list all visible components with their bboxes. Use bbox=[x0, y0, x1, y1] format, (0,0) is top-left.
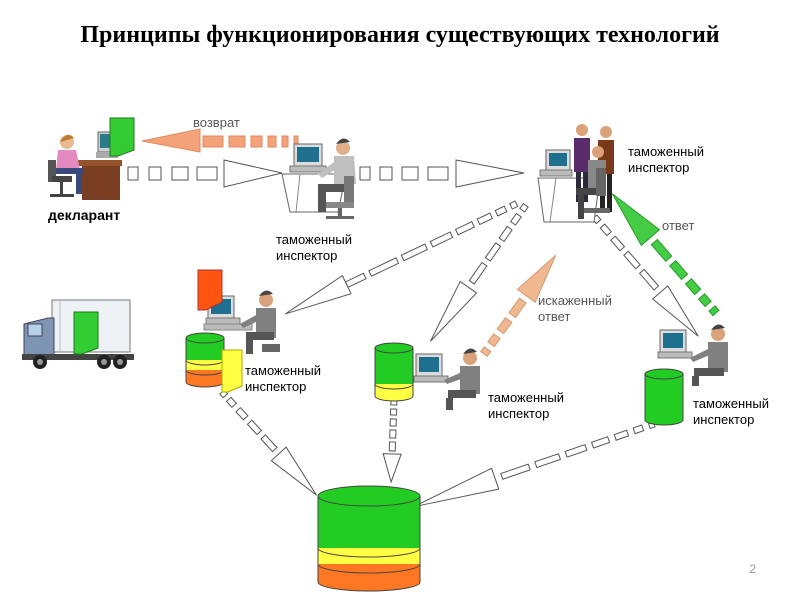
label-inspector-left: таможенный инспектор bbox=[245, 363, 321, 395]
inspector-central-group bbox=[537, 124, 614, 223]
label-distorted-answer: искаженный ответ bbox=[538, 293, 612, 325]
label-inspector-right-line1: таможенный bbox=[693, 396, 769, 411]
label-inspector-central: таможенный инспектор bbox=[628, 144, 704, 176]
arrow-central-to-left-inspector bbox=[285, 200, 519, 315]
document-declarant bbox=[109, 117, 135, 157]
arrow-answer bbox=[611, 193, 720, 317]
label-answer: ответ bbox=[662, 218, 695, 233]
slide-title: Принципы функционирования существующих т… bbox=[80, 22, 720, 48]
arrow-middle-db-to-central-db bbox=[382, 399, 402, 484]
database-left bbox=[185, 332, 225, 388]
label-inspector-right-line2: инспектор bbox=[693, 412, 755, 427]
label-inspector-middle-line2: инспектор bbox=[488, 406, 550, 421]
label-inspector-top: таможенный инспектор bbox=[276, 232, 352, 264]
inspector-right-figure bbox=[657, 324, 728, 386]
arrow-return bbox=[141, 128, 299, 153]
page-number: 2 bbox=[749, 562, 756, 576]
document-truck bbox=[73, 311, 99, 355]
label-inspector-left-line2: инспектор bbox=[245, 379, 307, 394]
label-distorted-line1: искаженный bbox=[538, 293, 612, 308]
label-return: возврат bbox=[193, 115, 240, 130]
label-inspector-central-line1: таможенный bbox=[628, 144, 704, 159]
label-inspector-top-line2: инспектор bbox=[276, 248, 338, 263]
label-inspector-central-line2: инспектор bbox=[628, 160, 690, 175]
label-declarant: декларант bbox=[48, 207, 121, 223]
label-inspector-middle-line1: таможенный bbox=[488, 390, 564, 405]
declarant-figure bbox=[48, 131, 122, 200]
inspector-middle-figure bbox=[413, 348, 480, 410]
label-distorted-line2: ответ bbox=[538, 309, 571, 324]
arrow-inspector-to-central bbox=[359, 159, 525, 188]
arrow-central-to-middle-inspector bbox=[430, 202, 529, 342]
label-inspector-top-line1: таможенный bbox=[276, 232, 352, 247]
inspector-top-figure bbox=[281, 138, 356, 219]
arrow-left-db-to-central-db bbox=[219, 389, 318, 496]
arrow-right-db-to-central-db bbox=[413, 420, 656, 508]
document-left-inspector bbox=[197, 269, 223, 311]
arrow-distorted-answer bbox=[480, 254, 557, 358]
label-inspector-middle: таможенный инспектор bbox=[488, 390, 564, 422]
database-central bbox=[317, 485, 421, 592]
label-inspector-right: таможенный инспектор bbox=[693, 396, 769, 428]
label-inspector-left-line1: таможенный bbox=[245, 363, 321, 378]
database-right bbox=[644, 368, 684, 426]
arrow-declarant-to-inspector bbox=[127, 159, 283, 188]
document-left-db bbox=[221, 349, 243, 393]
database-middle bbox=[374, 342, 414, 402]
